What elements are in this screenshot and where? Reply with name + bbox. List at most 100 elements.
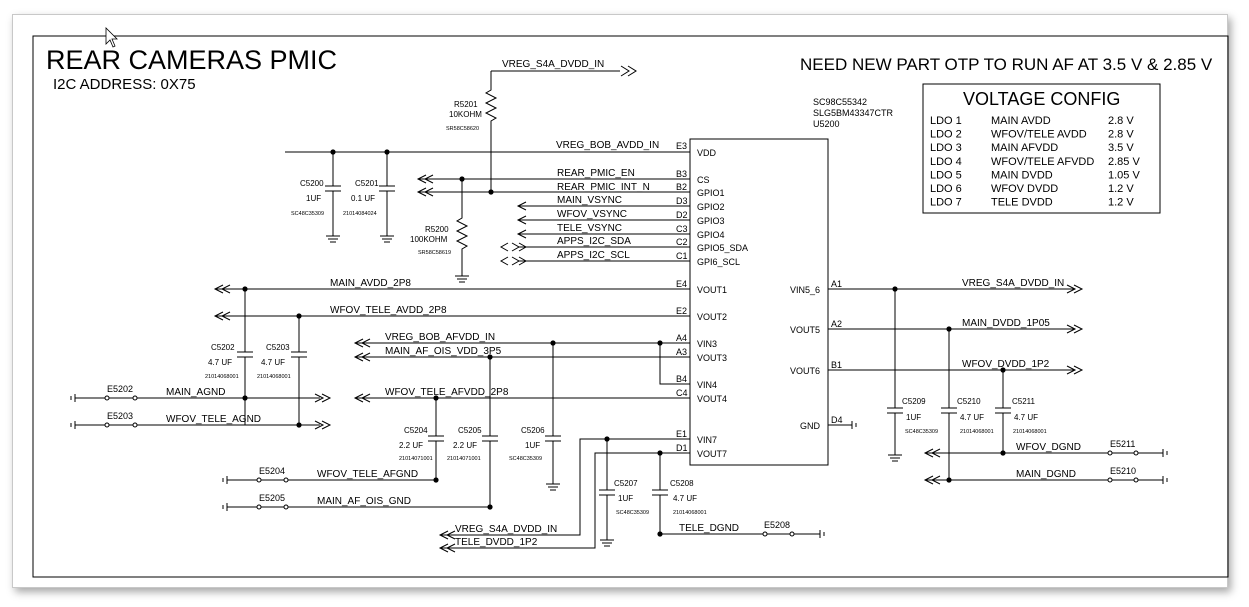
c5200-ref: C5200 <box>300 179 324 188</box>
pin-vout6: VOUT6 <box>790 366 820 376</box>
net-main-dgnd: MAIN_DGND <box>1016 469 1076 480</box>
page-subtitle: I2C ADDRESS: 0X75 <box>53 76 196 93</box>
c5204-value: 2.2 UF <box>399 441 423 450</box>
vc-volt-1: 2.8 V <box>1108 115 1134 127</box>
pin-gpio3: GPIO3 <box>697 216 725 226</box>
svg-text:B3: B3 <box>676 169 687 179</box>
r5200-value: 100KOHM <box>410 235 448 244</box>
vc-rail-5: MAIN DVDD <box>991 169 1053 181</box>
c5211-value: 4.7 UF <box>1014 413 1038 422</box>
c5203-ref: C5203 <box>266 343 290 352</box>
c5209-pn: SC48C35309 <box>905 429 938 435</box>
vc-volt-5: 1.05 V <box>1108 169 1140 181</box>
c5207-pn: SC48C35309 <box>616 510 649 516</box>
c5205-pn: 21014071001 <box>447 456 481 462</box>
svg-text:B1: B1 <box>831 360 842 370</box>
c5200-pn: SC48C35309 <box>291 211 324 217</box>
e5204-ref: E5204 <box>259 466 285 476</box>
ic-left-ball-labels: E3 B3 B2 D3 D2 C3 C2 C1 E4 E2 A4 A3 B4 C… <box>676 141 688 453</box>
c5202-ref: C5202 <box>211 343 235 352</box>
c5209-value: 1UF <box>906 413 921 422</box>
c5203-value: 4.7 UF <box>261 358 285 367</box>
svg-text:D4: D4 <box>831 415 843 425</box>
c5201-pn: 21014084024 <box>343 211 377 217</box>
svg-text:C3: C3 <box>676 224 688 234</box>
pin-vin3: VIN3 <box>697 339 717 349</box>
svg-text:E4: E4 <box>676 279 687 289</box>
pin-vout2: VOUT2 <box>697 312 727 322</box>
vc-ldo-3: LDO 3 <box>930 142 962 154</box>
net-vreg-bob-avdd-in: VREG_BOB_AVDD_IN <box>556 140 659 151</box>
net-main-af-ois-vdd-3p5: MAIN_AF_OIS_VDD_3P5 <box>385 346 502 357</box>
svg-text:B2: B2 <box>676 182 687 192</box>
e5202-ref: E5202 <box>107 384 133 394</box>
c5207-ref: C5207 <box>614 479 638 488</box>
c5210-ref: C5210 <box>957 397 981 406</box>
net-main-agnd: MAIN_AGND <box>166 387 225 398</box>
net-wfov-dgnd: WFOV_DGND <box>1016 442 1081 453</box>
c5205-value: 2.2 UF <box>453 441 477 450</box>
c5208-ref: C5208 <box>670 479 694 488</box>
ic-left-pin-names: VDD CS GPIO1 GPIO2 GPIO3 GPIO4 GPIO5_SDA… <box>697 148 748 459</box>
svg-text:C2: C2 <box>676 237 688 247</box>
page-title: REAR CAMERAS PMIC <box>46 45 337 75</box>
svg-text:C4: C4 <box>676 388 688 398</box>
svg-text:A1: A1 <box>831 279 842 289</box>
net-main-avdd-2p8: MAIN_AVDD_2P8 <box>330 278 411 289</box>
c5209-ref: C5209 <box>902 397 926 406</box>
e5210-ref: E5210 <box>1110 466 1136 476</box>
net-wfov-tele-agnd: WFOV_TELE_AGND <box>166 414 261 425</box>
net-vreg-s4a-dvdd-in-bottom: VREG_S4A_DVDD_IN <box>455 524 557 535</box>
vc-ldo-2: LDO 2 <box>930 129 962 141</box>
r5201-ref: R5201 <box>454 100 478 109</box>
vc-rail-2: WFOV/TELE AVDD <box>991 129 1087 141</box>
r5200-pn: SR58C58619 <box>418 250 451 256</box>
c5211-pn: 21014068001 <box>1013 429 1047 435</box>
otp-note: NEED NEW PART OTP TO RUN AF AT 3.5 V & 2… <box>800 55 1213 74</box>
vc-ldo-7: LDO 7 <box>930 197 962 209</box>
r5200-ref: R5200 <box>425 225 449 234</box>
vc-volt-3: 3.5 V <box>1108 142 1134 154</box>
net-main-vsync: MAIN_VSYNC <box>557 195 622 206</box>
vc-rail-4: WFOV/TELE AFVDD <box>991 156 1094 168</box>
c5207-value: 1UF <box>618 494 633 503</box>
c5205-ref: C5205 <box>458 426 482 435</box>
r5201-value: 10KOHM <box>449 110 482 119</box>
net-main-dvdd-1p05: MAIN_DVDD_1P05 <box>962 318 1050 329</box>
e5203-ref: E5203 <box>107 411 133 421</box>
net-apps-i2c-scl: APPS_I2C_SCL <box>557 250 630 261</box>
c5201-ref: C5201 <box>355 179 379 188</box>
ic-part-number-2: SLG5BM43347CTR <box>813 108 894 118</box>
pin-vout7: VOUT7 <box>697 449 727 459</box>
net-wfov-tele-afgnd: WFOV_TELE_AFGND <box>317 469 418 480</box>
ic-refdes: U5200 <box>813 119 840 129</box>
pin-cs: CS <box>697 175 710 185</box>
pin-gpio2: GPIO2 <box>697 202 725 212</box>
c5210-value: 4.7 UF <box>960 413 984 422</box>
pin-vin5-6: VIN5_6 <box>790 285 820 295</box>
net-tele-dvdd-1p2: TELE_DVDD_1P2 <box>455 537 538 548</box>
mouse-cursor-icon <box>105 27 118 48</box>
pmic-ic-body <box>689 138 829 466</box>
c5206-pn: SC48C35309 <box>509 456 542 462</box>
svg-text:E2: E2 <box>676 306 687 316</box>
vc-rail-6: WFOV DVDD <box>991 183 1058 195</box>
pin-vout5: VOUT5 <box>790 325 820 335</box>
schematic-sheet <box>12 14 1228 588</box>
pin-vin4: VIN4 <box>697 380 717 390</box>
c5204-pn: 21014071001 <box>399 456 433 462</box>
net-wfov-vsync: WFOV_VSYNC <box>557 209 627 220</box>
e5211-ref: E5211 <box>1110 439 1135 449</box>
c5211-ref: C5211 <box>1012 397 1036 406</box>
svg-text:C1: C1 <box>676 251 688 261</box>
pin-vin7: VIN7 <box>697 435 717 445</box>
e5205-ref: E5205 <box>259 493 285 503</box>
net-vreg-s4a-dvdd-in-right: VREG_S4A_DVDD_IN <box>962 278 1064 289</box>
vc-volt-4: 2.85 V <box>1108 156 1140 168</box>
vc-ldo-4: LDO 4 <box>930 156 962 168</box>
ic-part-number: SC98C55342 <box>813 97 867 107</box>
pin-gpio1: GPIO1 <box>697 188 725 198</box>
c5202-value: 4.7 UF <box>208 358 232 367</box>
net-wfov-tele-avdd-2p8: WFOV_TELE_AVDD_2P8 <box>330 305 447 316</box>
